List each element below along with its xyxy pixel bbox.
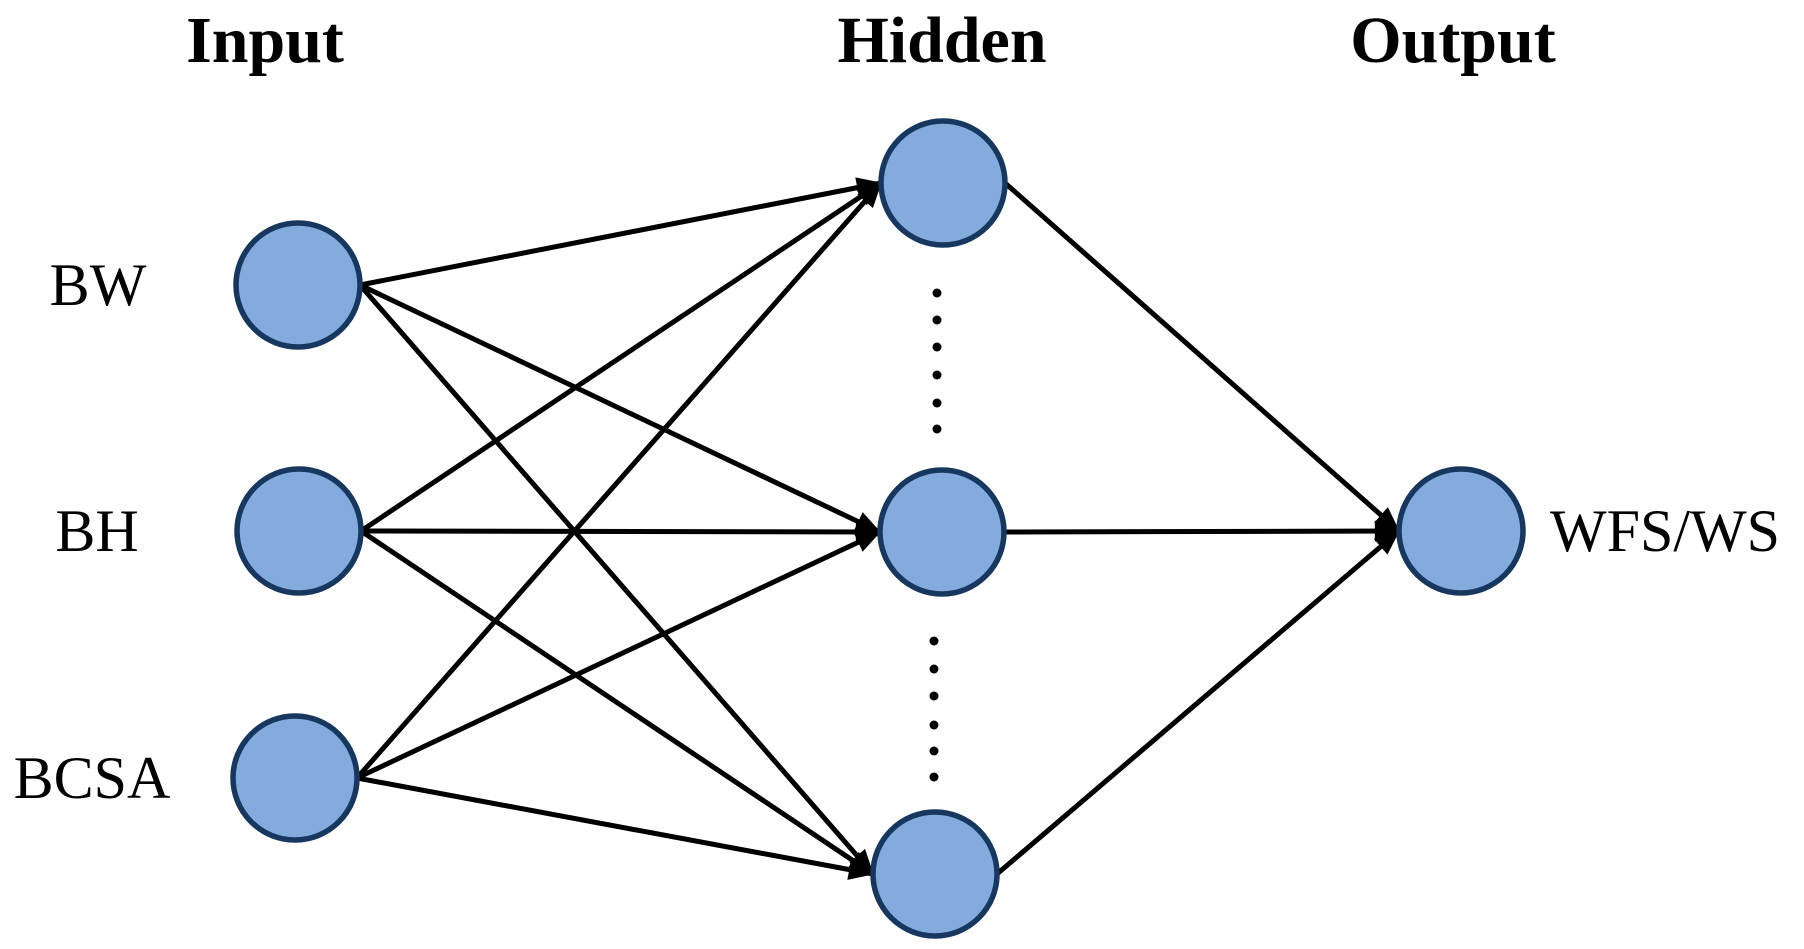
output-node-out (1396, 466, 1526, 596)
edge-bcsa-h1-arrow (355, 181, 883, 780)
node-label-out: WFS/WS (1550, 498, 1780, 564)
ellipsis-layer (929, 288, 942, 782)
hidden-node-h1 (878, 118, 1008, 248)
edge-bh-h2-arrow (360, 521, 882, 543)
ellipsis-dot (932, 342, 942, 352)
ellipsis-dot (932, 398, 942, 408)
ellipsis-dot (929, 664, 939, 674)
node-label-bw: BW (50, 252, 147, 318)
edge-bcsa-h3-arrow (356, 775, 875, 880)
ellipsis-dot (929, 720, 939, 730)
ellipsis-dot (929, 746, 939, 756)
node-label-bh: BH (55, 498, 138, 564)
ellipsis-dot (929, 691, 939, 701)
input-node-bw (233, 220, 363, 350)
hidden-node-h3 (870, 809, 1000, 939)
ellipsis-dot (932, 288, 942, 298)
node-label-bcsa: BCSA (14, 745, 171, 811)
input-node-bh (234, 466, 364, 596)
ellipsis-dot (929, 772, 939, 782)
ellipsis-dot (932, 424, 942, 434)
headers-layer: Input Hidden Output (186, 4, 1556, 77)
ellipsis-dot (932, 315, 942, 325)
layer-header-hidden: Hidden (837, 4, 1046, 77)
hidden-node-h2 (877, 467, 1007, 597)
edge-h1-out-arrow (1003, 181, 1401, 533)
edge-bh-h3-arrow (359, 528, 875, 877)
edge-h3-out-arrow (995, 529, 1401, 876)
edge-bw-h2-arrow (358, 282, 882, 535)
edge-bw-h1-arrow (359, 177, 883, 288)
edge-bw-h3-arrow (358, 283, 875, 876)
ellipsis-dot (932, 370, 942, 380)
labels-layer: BW BH BCSA WFS/WS (14, 252, 1780, 811)
edge-h2-out-arrow (1003, 520, 1401, 542)
nodes-layer (230, 118, 1526, 939)
edges-layer (355, 177, 1401, 880)
edge-bcsa-h2-arrow (355, 529, 882, 781)
edge-bh-h1-arrow (359, 180, 883, 534)
ellipsis-dot (929, 636, 939, 646)
input-node-bcsa (230, 713, 360, 843)
layer-header-input: Input (186, 4, 344, 77)
layer-header-output: Output (1350, 4, 1555, 77)
